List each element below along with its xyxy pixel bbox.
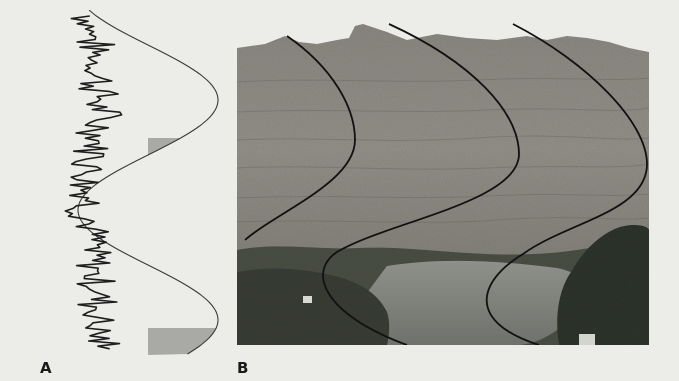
cliff-face <box>237 24 649 272</box>
middle-shaded-lobe <box>148 138 181 242</box>
small-structure <box>579 334 595 345</box>
panel-b-label: B <box>237 361 248 376</box>
rhythmic-signal-trace <box>65 16 121 349</box>
panel-b-photograph <box>237 22 649 345</box>
panel-a-graph <box>30 10 225 355</box>
panel-a-label: A <box>40 361 52 376</box>
panel-a-plot <box>30 10 225 355</box>
cliff-photo <box>237 22 649 345</box>
small-sign <box>303 296 312 303</box>
